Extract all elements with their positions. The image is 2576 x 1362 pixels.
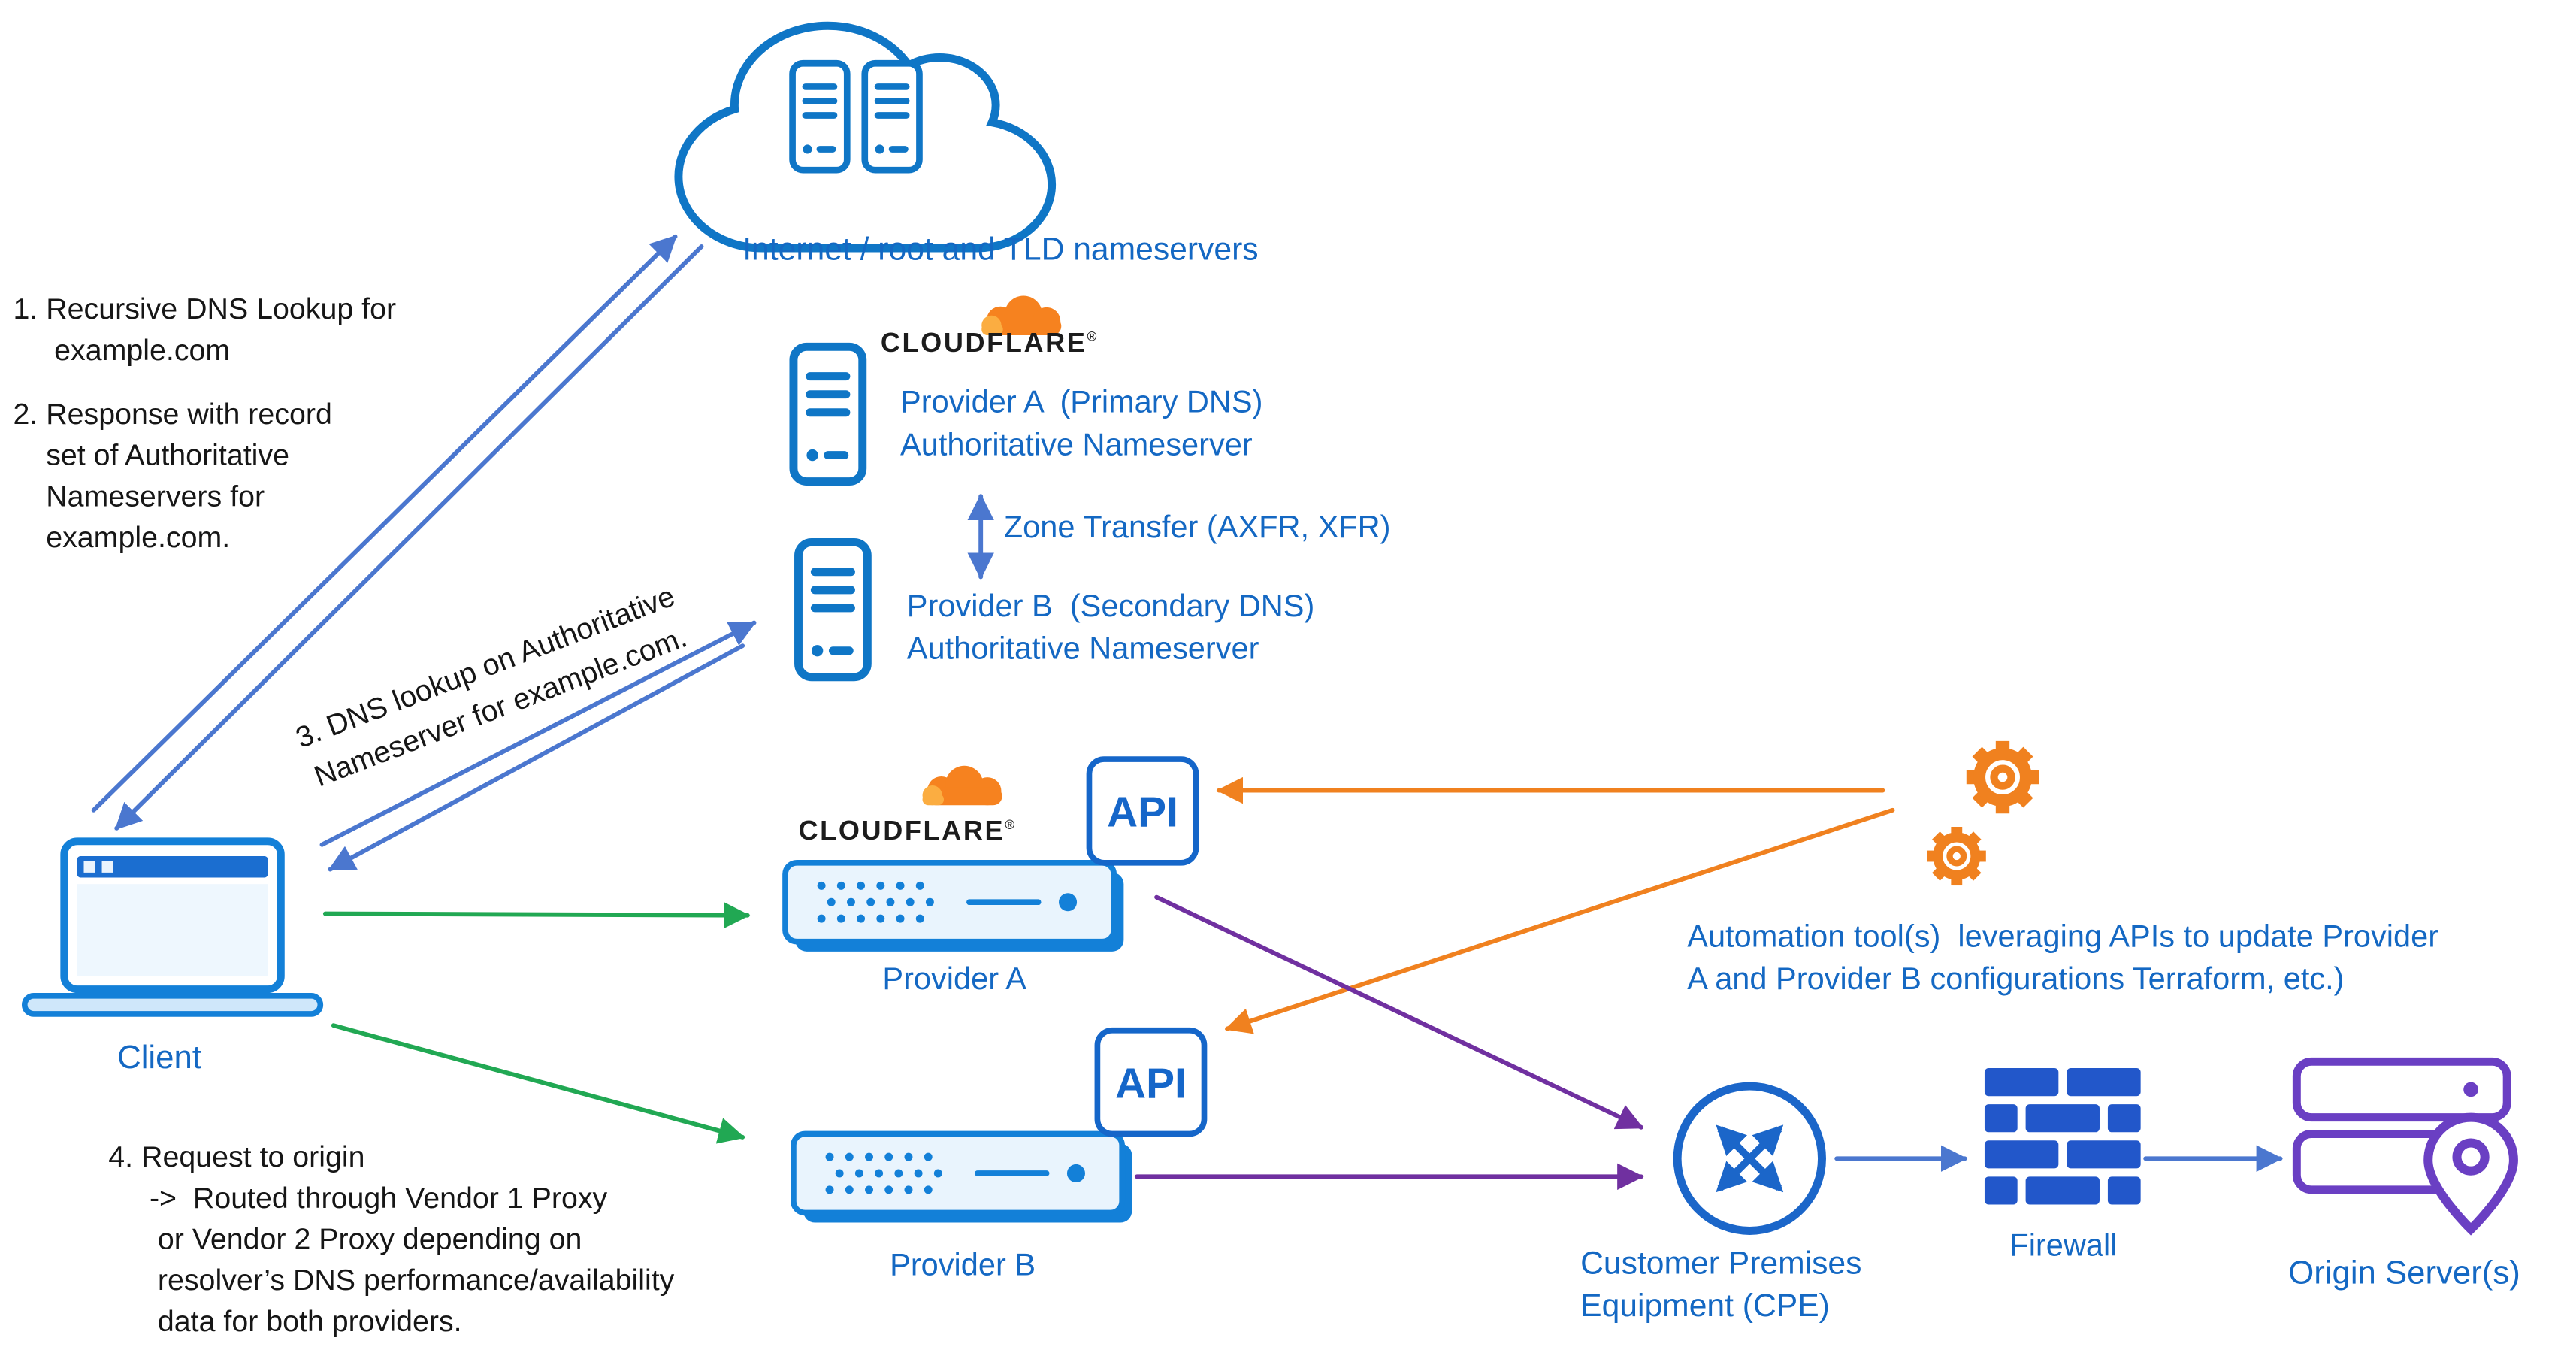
provider-b-label: Provider B xyxy=(890,1248,1036,1284)
api-label: API xyxy=(1107,789,1178,837)
arrow-recursive-response xyxy=(114,244,704,831)
tld-nameserver-icon xyxy=(865,63,920,170)
arrow-auth-response xyxy=(328,643,745,872)
client-label: Client xyxy=(117,1040,201,1076)
arrow-provider-a-cpe xyxy=(1154,894,1644,1130)
root-nameserver-icon xyxy=(793,63,848,170)
internet-cloud-icon xyxy=(679,26,1052,248)
provider-a-label: Provider A xyxy=(882,963,1027,998)
firewall-label: Firewall xyxy=(2009,1229,2118,1264)
origin-label: Origin Server(s) xyxy=(2288,1255,2520,1292)
provider-b-nameserver-label: Provider B (Secondary DNS) Authoritative… xyxy=(906,589,1315,667)
note-step4: 4. Request to origin -> Routed through V… xyxy=(108,1140,675,1338)
provider-b-api-badge: API xyxy=(1094,1027,1208,1137)
note-step2: 2. Response with record set of Authorita… xyxy=(13,398,332,554)
cloudflare-brand-text: CLOUDFLARE xyxy=(880,328,1087,359)
cloudflare-wordmark: CLOUDFLARE® xyxy=(880,328,1097,360)
provider-b-nameserver-icon xyxy=(799,542,868,676)
arrow-client-provider-b xyxy=(331,1023,745,1144)
provider-b-proxy-icon xyxy=(791,1130,1132,1223)
firewall-icon xyxy=(1984,1068,2141,1205)
gear-icon xyxy=(1927,827,1986,885)
cpe-label: Customer Premises Equipment (CPE) xyxy=(1580,1245,1862,1325)
arrow-automation-provider-b-api xyxy=(1224,807,1895,1034)
zone-transfer-label: Zone Transfer (AXFR, XFR) xyxy=(1003,510,1391,546)
provider-a-proxy-icon xyxy=(782,859,1124,952)
arrow-recursive-query xyxy=(91,234,678,813)
orange-arrows xyxy=(1216,776,1895,1034)
arrow-client-provider-a xyxy=(322,901,751,929)
cloudflare-brand-text: CLOUDFLARE xyxy=(798,816,1005,846)
cloudflare-cloud-icon xyxy=(922,765,1002,806)
registered-mark: ® xyxy=(1005,817,1015,833)
note-step1: 1. Recursive DNS Lookup for example.com xyxy=(13,292,397,367)
provider-a-nameserver-label: Provider A (Primary DNS) Authoritative N… xyxy=(900,386,1263,464)
cloudflare-wordmark: CLOUDFLARE® xyxy=(798,816,1015,849)
api-label: API xyxy=(1115,1060,1187,1107)
registered-mark: ® xyxy=(1087,329,1097,345)
origin-server-icon xyxy=(2292,1057,2518,1236)
automation-label: Automation tool(s) leveraging APIs to up… xyxy=(1687,920,2439,998)
cpe-router-icon xyxy=(1673,1082,1826,1235)
provider-a-api-badge: API xyxy=(1086,756,1199,866)
client-laptop-icon xyxy=(21,837,324,1017)
provider-a-nameserver-icon xyxy=(794,347,863,481)
gear-icon xyxy=(1967,741,2039,813)
purple-arrows xyxy=(1134,894,1644,1191)
blue-arrows xyxy=(91,234,2284,1172)
internet-label: Internet / root and TLD nameservers xyxy=(742,232,1259,268)
location-pin-icon xyxy=(2423,1112,2518,1236)
arrow-auth-query xyxy=(319,620,757,847)
green-arrows xyxy=(322,901,751,1144)
automation-gears-icon xyxy=(1927,741,2039,885)
